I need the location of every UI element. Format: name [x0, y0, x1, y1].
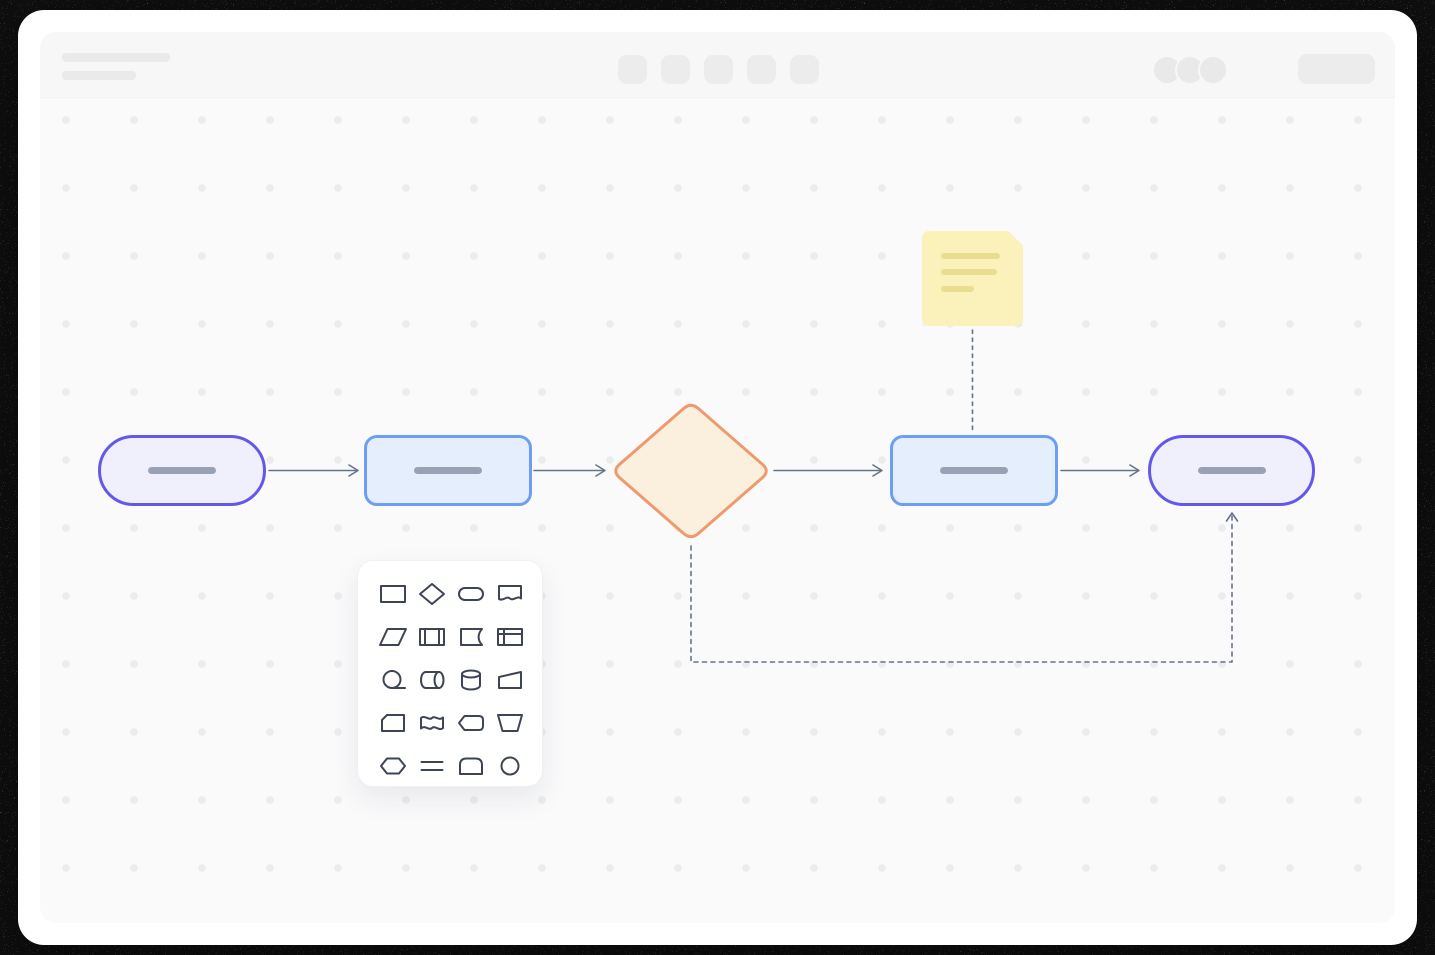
diagram-canvas[interactable]: [40, 98, 1395, 923]
flow-node-process-1[interactable]: [364, 435, 532, 506]
shape-document-icon[interactable]: [495, 582, 525, 606]
node-label-placeholder: [414, 467, 482, 474]
app-window: [18, 10, 1417, 945]
shape-predefined-process-icon[interactable]: [417, 625, 447, 649]
arrowhead-icon: [595, 464, 606, 477]
shape-rectangle-icon[interactable]: [378, 582, 408, 606]
toolbar-button-1[interactable]: [618, 55, 647, 84]
arrowhead-icon: [872, 464, 883, 477]
shape-manual-operation-icon[interactable]: [495, 711, 525, 735]
shape-card-icon[interactable]: [378, 711, 408, 735]
note-text-line: [941, 269, 997, 275]
sticky-note[interactable]: [922, 231, 1023, 326]
flow-node-decision-diamond[interactable]: [606, 395, 776, 547]
arrowhead-icon: [1129, 464, 1140, 477]
flow-node-process-2[interactable]: [890, 435, 1058, 506]
toolbar-button-2[interactable]: [661, 55, 690, 84]
shape-diamond-icon[interactable]: [417, 582, 447, 606]
app-frame: [40, 32, 1395, 923]
primary-action-button[interactable]: [1298, 54, 1375, 84]
shape-database-icon[interactable]: [456, 668, 486, 692]
toolbar-button-5[interactable]: [790, 55, 819, 84]
logo-placeholder-bar: [62, 53, 170, 62]
shape-preparation-icon[interactable]: [378, 754, 408, 778]
shape-parallel-mode-icon[interactable]: [417, 754, 447, 778]
shape-stored-data-icon[interactable]: [456, 625, 486, 649]
shape-terminator-icon[interactable]: [456, 582, 486, 606]
node-label-placeholder: [1197, 467, 1266, 474]
shape-parallelogram-icon[interactable]: [378, 625, 408, 649]
toolbar: [618, 55, 819, 84]
shape-internal-storage-icon[interactable]: [495, 625, 525, 649]
flow-node-end-terminator[interactable]: [1148, 435, 1315, 506]
node-label-placeholder: [940, 467, 1008, 474]
avatar[interactable]: [1198, 55, 1228, 85]
note-text-line: [941, 253, 1000, 259]
shape-magnetic-tape-icon[interactable]: [378, 668, 408, 692]
logo-placeholder-bar: [62, 71, 136, 80]
node-label-placeholder: [148, 467, 216, 474]
shape-palette: [357, 560, 543, 787]
note-text-line: [941, 286, 974, 292]
toolbar-button-3[interactable]: [704, 55, 733, 84]
arrowhead-up-icon: [1225, 512, 1239, 522]
toolbar-button-4[interactable]: [747, 55, 776, 84]
shape-connector-icon[interactable]: [495, 754, 525, 778]
shape-direct-access-storage-icon[interactable]: [417, 668, 447, 692]
flow-node-start-terminator[interactable]: [98, 435, 266, 506]
sticky-note-fold: [1008, 231, 1023, 246]
shape-slanted-quad-icon[interactable]: [495, 668, 525, 692]
app-header: [40, 32, 1395, 98]
shape-paper-tape-icon[interactable]: [417, 711, 447, 735]
arrowhead-icon: [348, 464, 359, 477]
shape-display-icon[interactable]: [456, 711, 486, 735]
shape-loaf-icon[interactable]: [456, 754, 486, 778]
avatar-group: [1152, 55, 1228, 85]
